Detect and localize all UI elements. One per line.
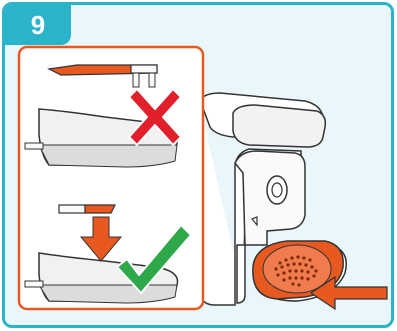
instruction-card: 9 (2, 2, 394, 328)
comparison-panel (19, 47, 203, 309)
illustration (5, 5, 394, 328)
